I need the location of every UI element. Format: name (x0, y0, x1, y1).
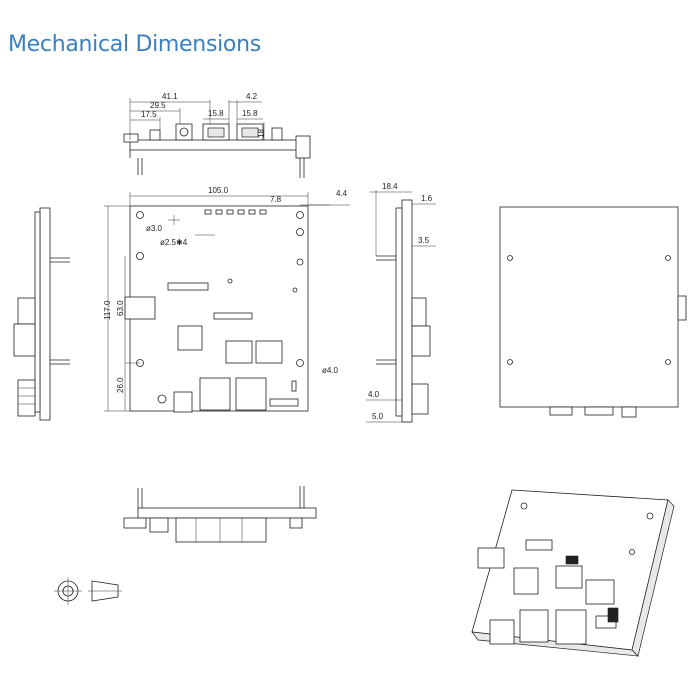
dim-7-8: 7.8 (270, 195, 282, 204)
dim-41-1: 41.1 (162, 92, 178, 101)
dim-26-0: 26.0 (116, 377, 125, 393)
hole-4-0: ø4.0 (322, 366, 339, 375)
dim-4-0: 4.0 (368, 390, 380, 399)
isometric-view (471, 489, 675, 657)
projection-circle-icon (54, 577, 82, 605)
dim-117-0: 117.0 (103, 300, 112, 320)
left-side-view (13, 207, 70, 421)
dim-4-4: 4.4 (336, 189, 348, 198)
top-view: 41.1 29.5 17.5 4.2 15.8 15.8 18 (123, 92, 311, 178)
dim-5-0: 5.0 (372, 412, 384, 421)
right-side-view: 18.4 1.6 3.5 4.0 5.0 (366, 182, 436, 423)
dim-3-5: 3.5 (418, 236, 430, 245)
dim-63-0: 63.0 (116, 300, 125, 316)
dim-15-8-a: 15.8 (208, 109, 224, 118)
projection-symbol (54, 577, 122, 605)
dim-1-6: 1.6 (421, 194, 433, 203)
projection-cone-icon (88, 580, 122, 602)
back-view (499, 206, 687, 418)
dim-17-5: 17.5 (141, 110, 157, 119)
dim-29-5: 29.5 (150, 101, 166, 110)
hole-3-0: ø3.0 (146, 224, 163, 233)
bottom-view (123, 486, 317, 543)
front-view: 105.0 7.8 4.4 ø3.0 ø2.5✱4 117.0 63.0 26.… (103, 186, 350, 413)
hole-2-5x4: ø2.5✱4 (160, 238, 188, 247)
dim-105-0: 105.0 (208, 186, 229, 195)
page-title: Mechanical Dimensions (8, 32, 261, 57)
dim-18: 18 (257, 129, 266, 138)
dim-18-4: 18.4 (382, 182, 398, 191)
dim-15-8-b: 15.8 (242, 109, 258, 118)
dim-4-2: 4.2 (246, 92, 258, 101)
